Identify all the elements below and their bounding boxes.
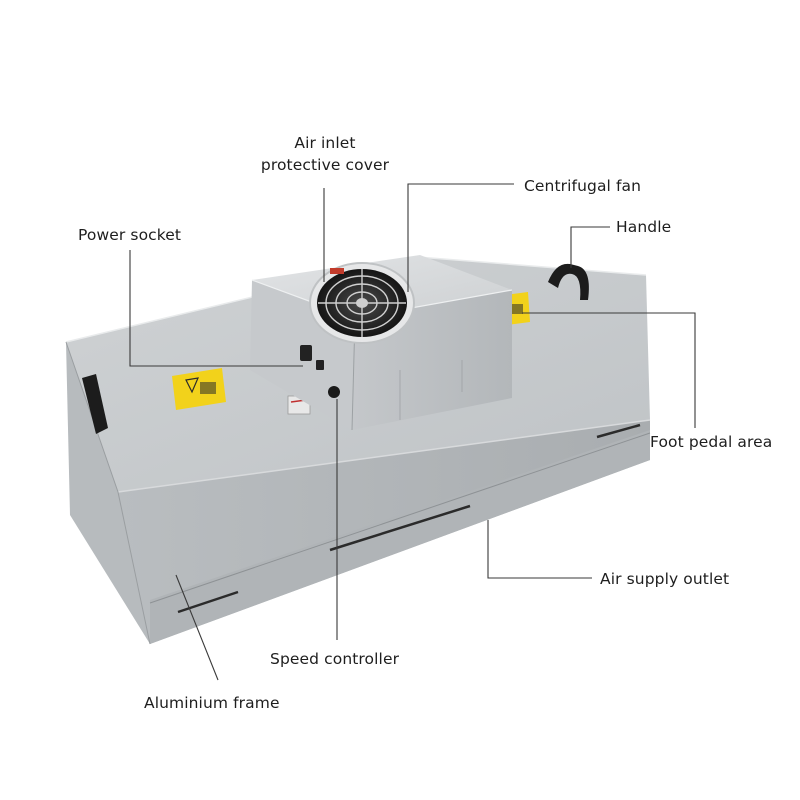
label-air-inlet-line1: Air inlet bbox=[294, 134, 356, 152]
leader-handle bbox=[570, 226, 610, 268]
label-air-supply-outlet: Air supply outlet bbox=[600, 570, 730, 588]
label-air-inlet-line2: protective cover bbox=[260, 156, 390, 174]
label-power-socket: Power socket bbox=[78, 226, 182, 244]
leader-power-socket bbox=[129, 250, 303, 367]
label-speed-controller: Speed controller bbox=[270, 650, 400, 668]
leader-air-supply bbox=[487, 520, 592, 579]
label-air-inlet: Air inlet protective cover bbox=[250, 132, 400, 176]
fan-grille-icon bbox=[309, 262, 415, 344]
warning-sticker-left bbox=[172, 368, 226, 410]
frame-lip bbox=[150, 430, 650, 644]
label-centrifugal-fan: Centrifugal fan bbox=[524, 177, 642, 195]
speed-controller-knob-icon bbox=[328, 386, 340, 398]
right-handle-icon bbox=[548, 263, 589, 300]
left-handle-icon bbox=[82, 374, 108, 434]
leader-foot-pedal bbox=[522, 312, 696, 428]
label-foot-pedal-area: Foot pedal area bbox=[650, 433, 773, 451]
leader-lines bbox=[129, 183, 696, 681]
power-socket-icon bbox=[300, 345, 312, 361]
label-aluminium-frame: Aluminium frame bbox=[144, 694, 280, 712]
label-handle: Handle bbox=[616, 218, 672, 236]
housing-left-face bbox=[66, 342, 150, 644]
leader-aluminium-frame bbox=[175, 574, 219, 681]
leader-centrifugal-fan bbox=[407, 183, 514, 292]
